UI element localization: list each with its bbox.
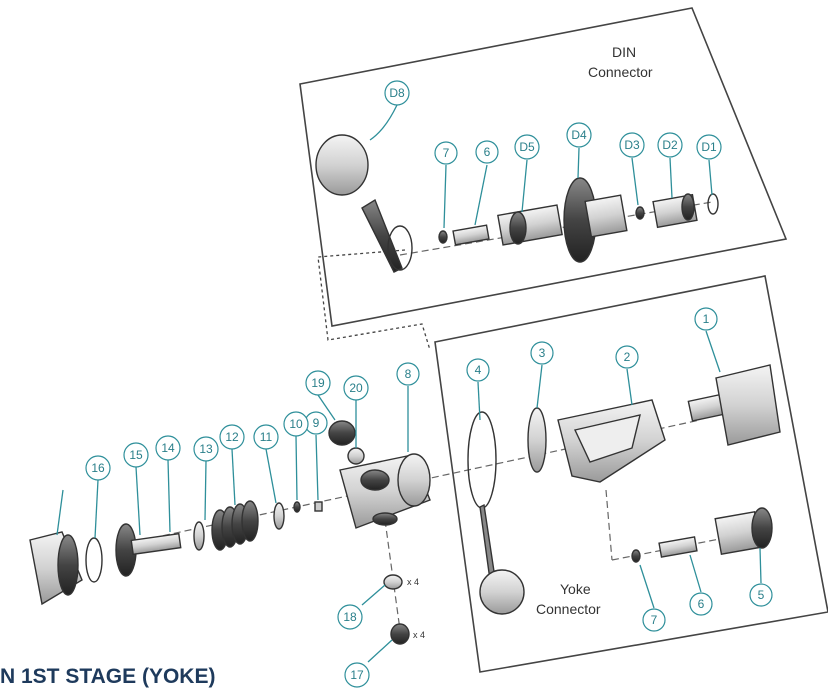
washer-13-part: [193, 521, 205, 551]
svg-text:18: 18: [343, 610, 357, 624]
svg-text:15: 15: [129, 448, 143, 462]
din-caption-line1: DIN: [612, 44, 636, 60]
svg-text:8: 8: [405, 367, 412, 381]
callout-d3: D3: [619, 132, 645, 158]
callout-8: 8: [396, 362, 420, 386]
callout-20: 20: [343, 375, 369, 401]
callout-15: 15: [123, 442, 149, 468]
callout-d8: D8: [384, 80, 410, 106]
yoke-handle-part: [687, 364, 781, 446]
main-spring-part: [211, 500, 259, 551]
din-caption-line2: Connector: [588, 64, 653, 80]
o-ring-10-part: [293, 501, 301, 513]
callout-d2: D2: [657, 132, 683, 158]
svg-text:11: 11: [260, 430, 273, 444]
callout-17: 17: [344, 662, 370, 688]
svg-text:6: 6: [698, 597, 705, 611]
callout-1: 1: [694, 307, 718, 331]
yoke-caption-line1: Yoke: [560, 581, 591, 597]
din-stem-part: [497, 204, 563, 246]
din-end-ring-part: [707, 193, 719, 215]
quantity-label-17: x 4: [413, 630, 425, 640]
svg-text:16: 16: [91, 461, 105, 475]
svg-text:D8: D8: [389, 86, 405, 100]
din-fitting-part: [652, 193, 698, 229]
o-ring-15-part: [85, 537, 103, 583]
svg-text:9: 9: [313, 416, 320, 430]
callout-2: 2: [615, 345, 639, 369]
piston-part: [115, 523, 182, 577]
yoke-o-ring-part: [631, 549, 641, 563]
callout-12: 12: [219, 424, 245, 450]
svg-text:19: 19: [311, 376, 325, 390]
yoke-pin-part: [658, 536, 698, 558]
callout-7-din: 7: [434, 141, 458, 165]
end-cap-part: [29, 531, 83, 606]
quantity-label-18: x 4: [407, 577, 419, 587]
svg-text:D5: D5: [519, 140, 535, 154]
din-o-ring-d3-part: [635, 206, 645, 220]
svg-text:D3: D3: [624, 138, 640, 152]
callout-13: 13: [193, 436, 219, 462]
yoke-filter-part: [714, 507, 773, 556]
svg-text:14: 14: [161, 441, 175, 455]
callout-14: 14: [155, 435, 181, 461]
svg-text:20: 20: [349, 381, 363, 395]
dashed-axis-yoke-screw: [605, 489, 613, 561]
callout-d5: D5: [514, 134, 540, 160]
din-o-ring-part: [438, 230, 448, 244]
svg-text:12: 12: [225, 430, 239, 444]
yoke-connector-box: [434, 275, 828, 673]
svg-text:6: 6: [484, 145, 491, 159]
svg-text:7: 7: [651, 613, 658, 627]
callout-3: 3: [530, 341, 554, 365]
svg-text:5: 5: [758, 588, 765, 602]
leader-lines: [56, 104, 762, 663]
callout-18: 18: [337, 604, 363, 630]
hp-port-o-ring-part: [347, 447, 365, 465]
svg-text:17: 17: [350, 668, 364, 682]
yoke-body-part: [557, 399, 666, 483]
seat-part: [314, 501, 323, 512]
svg-text:10: 10: [289, 417, 303, 431]
yoke-disc-part: [527, 407, 547, 473]
callout-11: 11: [253, 424, 279, 450]
din-link-dashed-line: [317, 249, 431, 351]
first-stage-body-part: [339, 453, 431, 529]
callout-d4: D4: [566, 122, 592, 148]
svg-text:D4: D4: [571, 128, 587, 142]
callout-5: 5: [749, 583, 773, 607]
svg-text:2: 2: [624, 350, 631, 364]
callout-d1: D1: [696, 134, 722, 160]
svg-text:1: 1: [703, 312, 710, 326]
callout-6-yoke: 6: [689, 592, 713, 616]
section-title: N 1ST STAGE (YOKE): [0, 665, 216, 688]
svg-text:13: 13: [199, 442, 213, 456]
filter-17-part: [390, 623, 410, 645]
din-connector-box: [299, 7, 788, 327]
washer-11-part: [273, 502, 285, 530]
callout-19: 19: [305, 370, 331, 396]
svg-text:3: 3: [539, 346, 546, 360]
svg-text:D1: D1: [701, 140, 717, 154]
callout-7-yoke: 7: [642, 608, 666, 632]
callout-4: 4: [466, 358, 490, 382]
callout-6-din: 6: [475, 140, 499, 164]
svg-text:7: 7: [443, 146, 450, 160]
hp-port-plug-part: [328, 420, 356, 446]
o-ring-18-part: [383, 574, 403, 590]
yoke-caption-line2: Connector: [536, 601, 601, 617]
svg-text:4: 4: [475, 363, 482, 377]
din-nut-part: [563, 177, 628, 263]
din-handwheel-part: [315, 134, 413, 273]
callout-16: 16: [85, 455, 111, 481]
yoke-clamp-part: [467, 411, 525, 615]
callout-10: 10: [283, 411, 309, 437]
din-pin-part: [452, 224, 490, 246]
svg-text:D2: D2: [662, 138, 678, 152]
